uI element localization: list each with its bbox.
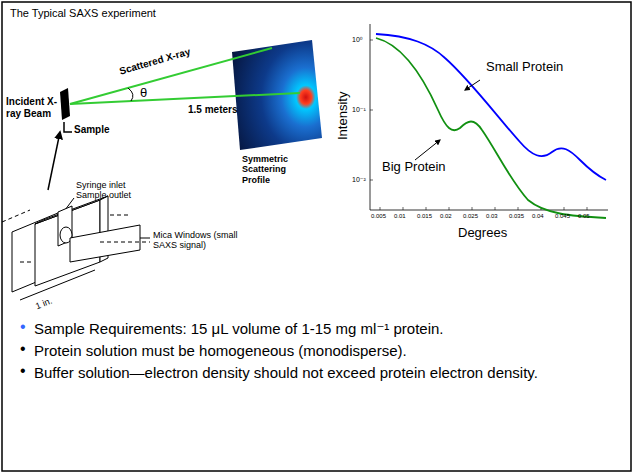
bullet: • [20,318,26,336]
tick-label: 0.045 [555,213,570,220]
distance-label: 1.5 meters [188,104,237,116]
pointer-arrow [48,132,60,190]
bullet: • [20,340,26,358]
tick-label: 0.04 [532,213,544,220]
tick-label: 0.015 [417,213,432,220]
angle-label: θ [140,86,147,101]
pointer-arrow [465,80,480,90]
dimension-line [20,270,95,300]
window-lines [2,210,150,262]
tick-label: 0.03 [486,213,498,220]
tick-label: 10⁰ [352,36,363,44]
angle-arc [128,88,133,101]
sample [60,88,70,120]
bullet-text: Buffer solution—electron density should … [34,364,619,381]
part-label: Syringe inlet Sample outlet [76,180,140,201]
tick-label: 0.05 [578,213,590,220]
axis-title: Intensity [336,92,351,140]
big-protein-curve [376,38,606,218]
axis-title: Degrees [458,226,507,241]
leader-line [140,238,150,239]
detector-label: Symmetric Scattering Profile [242,154,314,185]
tick-label: 0.035 [509,213,524,220]
tick-label: 0.005 [371,213,386,220]
part-label: Mica Windows (small SAXS signal) [153,230,263,251]
bullet: • [20,362,26,380]
small-protein-curve [376,34,606,180]
tick-label: 0.025 [463,213,478,220]
tick-label: 10⁻² [352,176,366,184]
series-label: Big Protein [382,160,446,175]
bullet-text: Sample Requirements: 15 μL volume of 1-1… [34,320,444,337]
dimension-label: 1 in. [34,296,54,312]
pointer-arrow [415,140,440,160]
tick-label: 0.02 [440,213,452,220]
beam-label: Incident X-ray Beam [6,96,62,119]
slide-title: The Typical SAXS experiment [10,7,156,20]
series-label: Small Protein [486,60,563,75]
tick-label: 0.01 [394,213,406,220]
chart-axes [370,24,608,210]
sample-label: Sample [74,124,110,136]
sample-bracket [64,122,72,132]
tick-label: 10⁻¹ [352,106,366,114]
bullet-text: Protein solution must be homogeneous (mo… [34,342,407,359]
